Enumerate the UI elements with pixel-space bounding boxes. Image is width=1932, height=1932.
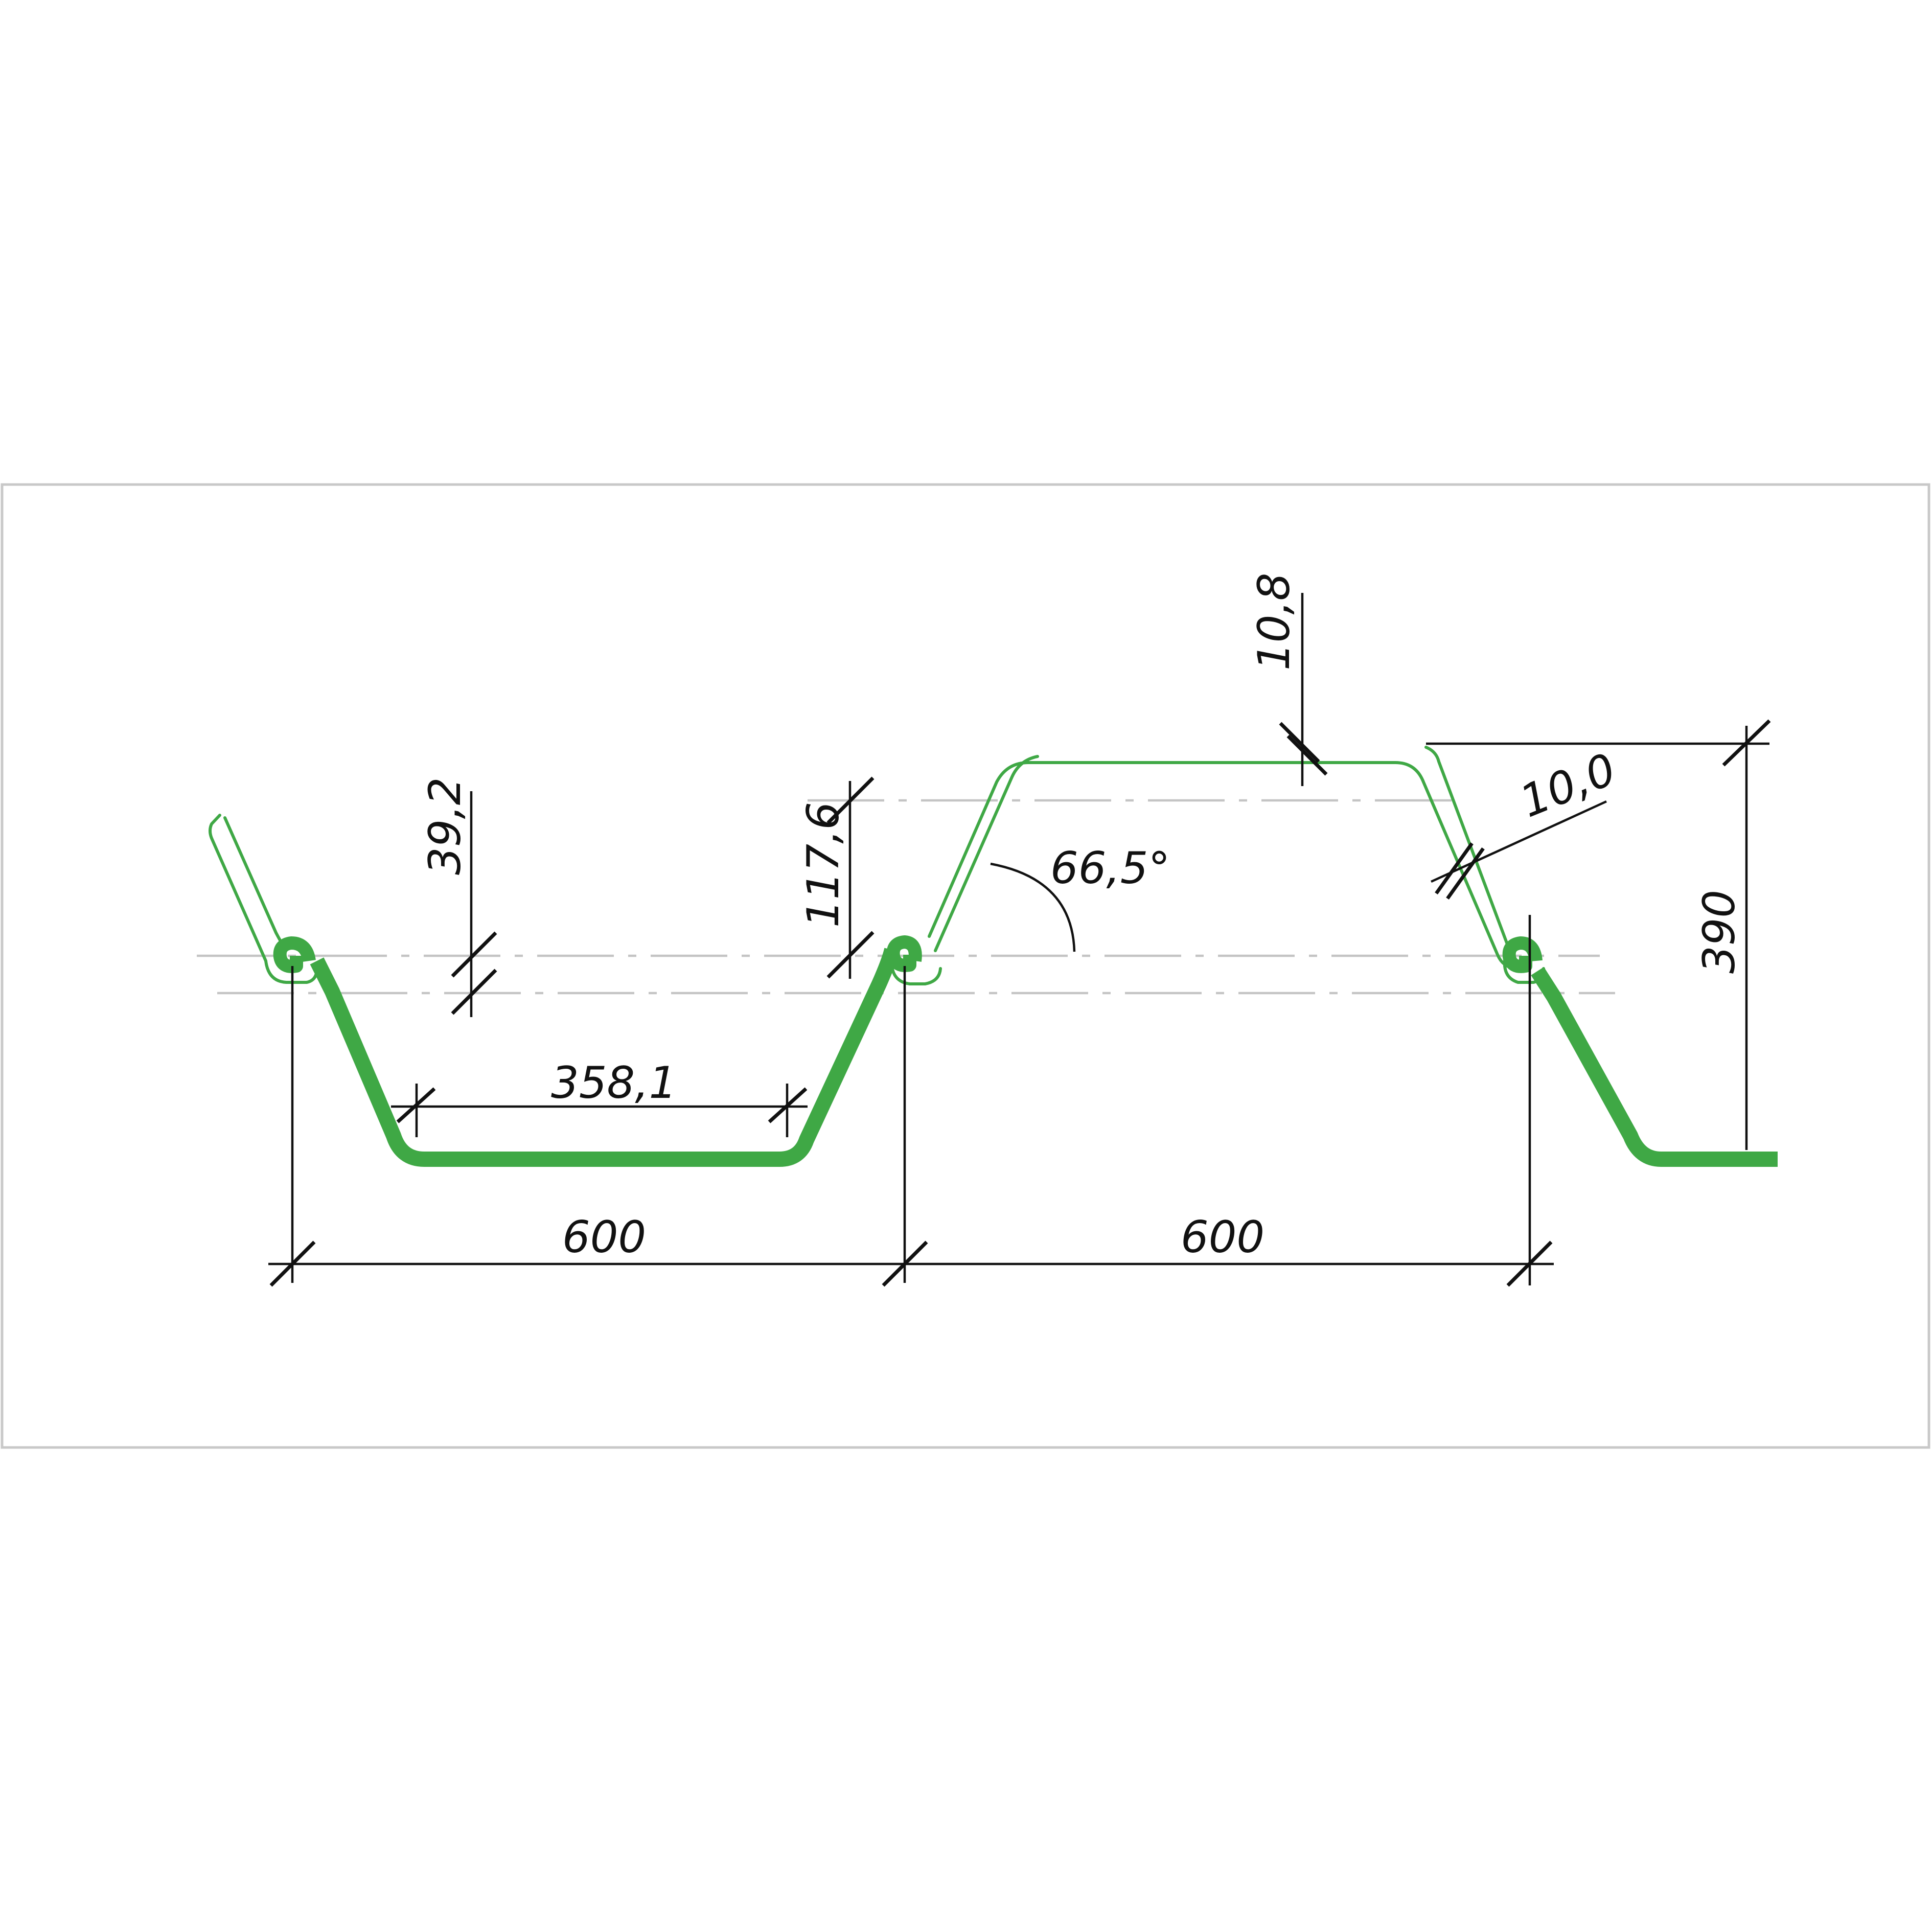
- pitch-tick-center: [882, 1240, 928, 1287]
- web-thickness-tick-2: [1446, 847, 1485, 900]
- interlock-tick-top: [826, 776, 875, 824]
- pitch-right-label: 600: [1181, 1212, 1264, 1263]
- pitch-tick-right: [1506, 1240, 1553, 1287]
- web-angle-label: 66,5°: [1050, 843, 1170, 894]
- sheet-pile-profile-right: [1531, 967, 1778, 1167]
- flange-thickness-tick-2: [1286, 734, 1328, 776]
- flange-tick-left: [396, 1087, 436, 1123]
- drawing-frame: [1, 483, 1930, 1449]
- pitch-tick-left: [269, 1240, 316, 1287]
- left-pile-outline: [209, 814, 318, 984]
- web-thickness-tick-1: [1435, 842, 1474, 895]
- interlock-right: [1502, 936, 1543, 973]
- interlock-center: [886, 935, 922, 972]
- interlock-left: [273, 936, 316, 973]
- interlock-height-label: 117,6: [798, 802, 849, 928]
- lock-offset-label: 39,2: [420, 777, 471, 875]
- adjacent-pile-outline-inner: [934, 746, 1509, 952]
- depth-tick-top: [1722, 719, 1771, 767]
- flange-tick-right: [768, 1087, 808, 1123]
- lock-offset-tick-top: [451, 931, 497, 978]
- flange-width-label: 358,1: [551, 1057, 677, 1109]
- lock-offset-tick-bottom: [451, 969, 497, 1015]
- flange-thickness-tick-1: [1279, 722, 1320, 763]
- web-thickness-label: 10,0: [1513, 744, 1623, 827]
- flange-thickness-label: 10,8: [1249, 573, 1300, 671]
- web-angle-arc: [990, 862, 1076, 952]
- pitch-left-label: 600: [562, 1212, 646, 1263]
- depth-label: 390: [1694, 890, 1745, 974]
- interlock-tick-bottom: [826, 931, 875, 979]
- web-thickness-leader: [1431, 800, 1607, 883]
- adjacent-pile-outline: [928, 761, 1517, 970]
- sheet-pile-profile-main: [310, 948, 900, 1167]
- right-lock-outline: [1503, 954, 1546, 984]
- center-lock-outline: [890, 954, 942, 985]
